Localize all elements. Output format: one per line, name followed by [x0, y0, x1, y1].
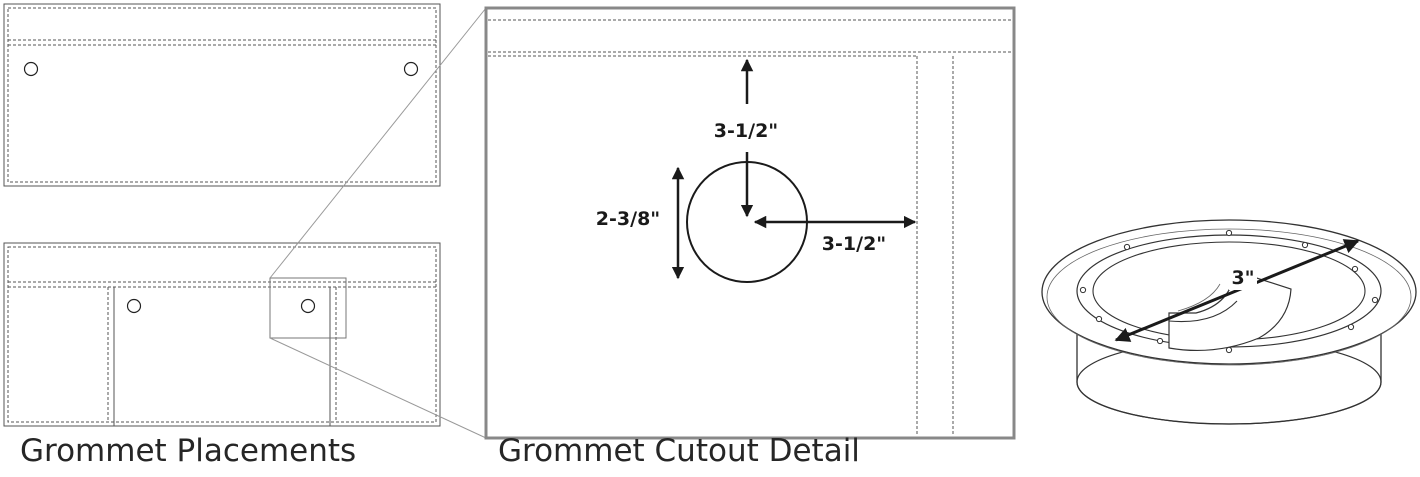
- callout-line-bottom: [269, 337, 487, 439]
- grommet-hole-bottom-left: [126, 298, 142, 314]
- cutout-detail: 3-1/2" 3-1/2" 2-3/8": [484, 6, 1016, 440]
- grommet-hole-bottom-right: [300, 298, 316, 314]
- bottom-panel: [3, 242, 441, 427]
- grommet-diameter-arrow: [1114, 239, 1360, 342]
- callout-line-top: [269, 7, 487, 279]
- grommet-label-backing: [1229, 264, 1257, 290]
- top-panel: [3, 3, 441, 187]
- grommet-diameter-label: 3": [1231, 267, 1254, 289]
- grommet-illustration: 3": [1041, 219, 1417, 425]
- detail-callout-box: [269, 277, 347, 339]
- detail-frame: [484, 6, 1016, 440]
- grommet-cutout-detail-caption: Grommet Cutout Detail: [498, 433, 860, 469]
- top-offset-label: 3-1/2": [714, 120, 778, 142]
- side-offset-label: 3-1/2": [822, 233, 886, 255]
- hole-diameter-label: 2-3/8": [596, 208, 660, 230]
- grommet-placements-caption: Grommet Placements: [20, 433, 357, 469]
- grommet-hole-top-right: [403, 61, 419, 77]
- grommet-hole-top-left: [23, 61, 39, 77]
